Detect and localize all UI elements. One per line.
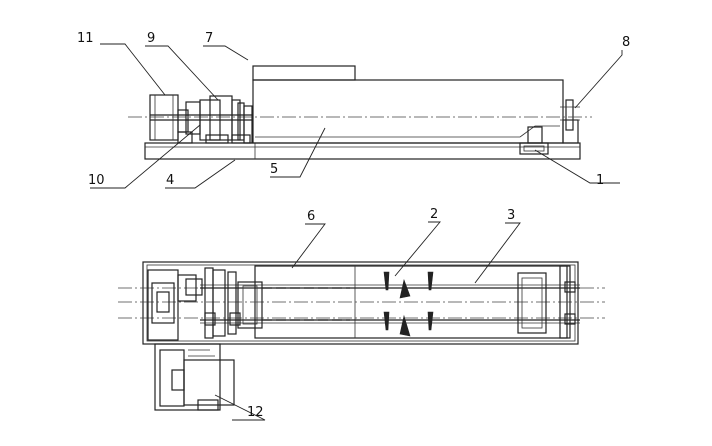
label-8: 8: [622, 35, 630, 50]
label-12: 12: [247, 405, 264, 420]
plan-motor-frame: [147, 269, 179, 341]
right-bearing-support: [562, 119, 579, 144]
bearing-pedestal-left: [231, 99, 241, 141]
label-1: 1: [596, 173, 604, 188]
paddle-blades-lower: [383, 311, 434, 337]
side-elevation-view: [128, 65, 592, 160]
base-frame: [144, 142, 581, 160]
top-cover: [252, 65, 356, 81]
label-11: 11: [77, 31, 94, 46]
label-6: 6: [307, 209, 315, 224]
label-10: 10: [88, 173, 105, 188]
label-3: 3: [507, 208, 515, 223]
paddle-blades-upper: [383, 271, 434, 299]
leader-lines: [90, 43, 623, 421]
plan-right-bearing-frame: [517, 272, 547, 334]
label-5: 5: [270, 162, 278, 177]
plan-outer-frame: [142, 261, 579, 345]
motor: [149, 94, 179, 141]
label-4: 4: [166, 173, 174, 188]
label-7: 7: [205, 31, 213, 46]
label-9: 9: [147, 31, 155, 46]
auxiliary-motor-base: [154, 343, 221, 411]
plan-view: [118, 261, 605, 411]
label-2: 2: [430, 207, 438, 222]
trough-body: [252, 79, 564, 144]
part-labels: 11 9 7 8 10 4 5 1 6 2 3 12: [77, 31, 630, 420]
